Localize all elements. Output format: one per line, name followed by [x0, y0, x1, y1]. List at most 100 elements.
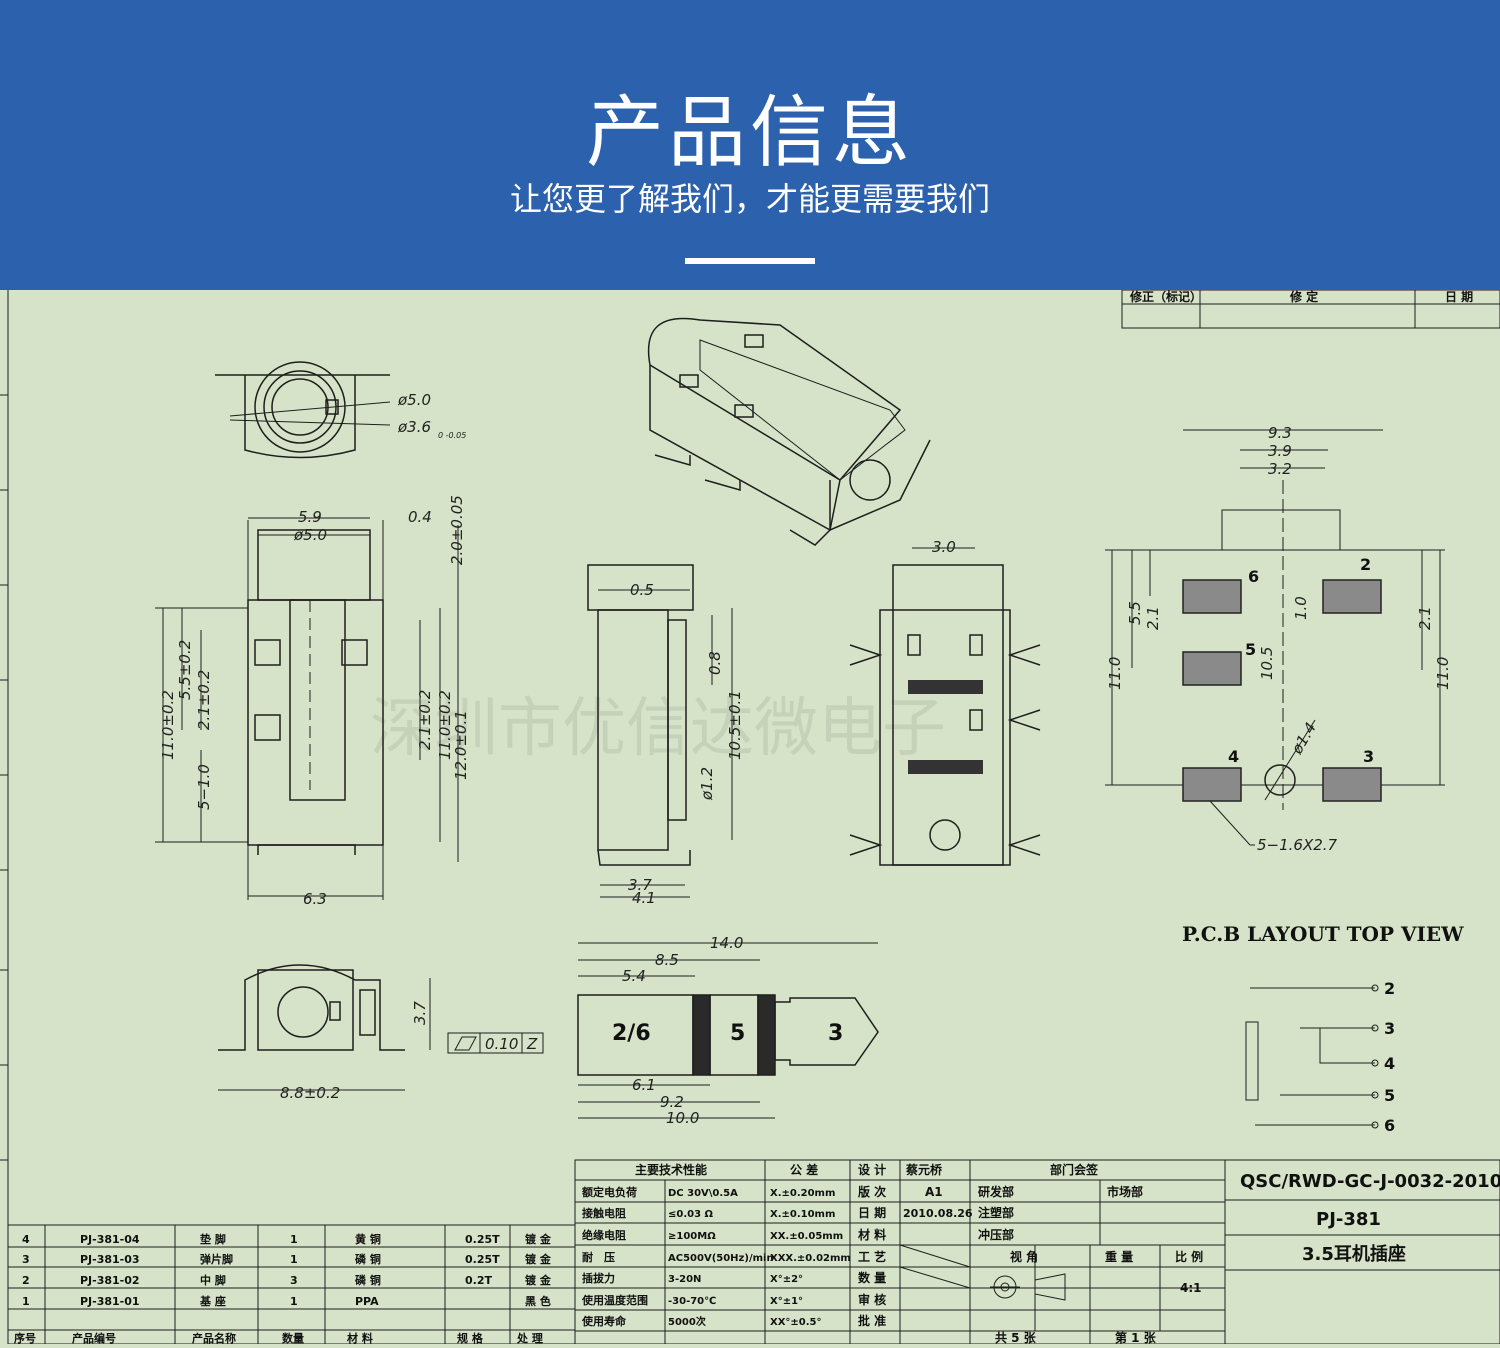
bom-cell: 中 脚 — [200, 1273, 226, 1287]
pcb-hole: ø1.4 — [1287, 719, 1320, 757]
bom-cell: 3 — [22, 1253, 30, 1266]
plug-zone-26: 2/6 — [612, 1021, 651, 1046]
tolerance-value: X°±1° — [770, 1296, 803, 1307]
technical-drawing: 深圳市优信达微电子 修正（标记） 修 定 日 期 ø5.0 ø3.6 0 -0.… — [0, 289, 1500, 1345]
header-banner: 产品信息 让您更了解我们，才能更需要我们 — [0, 0, 1500, 290]
bom-cell: 0.25T — [465, 1233, 500, 1246]
scale-value: 4:1 — [1180, 1281, 1202, 1295]
pcb-layout: 9.3 3.9 3.2 6 2 5 4 3 11.0 5.5 2.1 1.0 1… — [1105, 424, 1464, 946]
bom-cell: 镀 金 — [525, 1232, 552, 1246]
bom-cell: 1 — [290, 1253, 298, 1266]
bom-cell: 镀 金 — [525, 1252, 552, 1266]
bom-cell: 4 — [22, 1233, 30, 1246]
spec-value: -30-70℃ — [668, 1296, 716, 1307]
rev-header-date: 日 期 — [1445, 290, 1473, 304]
weight-label: 重 量 — [1105, 1249, 1133, 1264]
plug-d5: 9.2 — [660, 1093, 684, 1111]
dept-mold: 注塑部 — [978, 1205, 1014, 1220]
product-name: 3.5耳机插座 — [1302, 1243, 1406, 1265]
spec-label: 额定电负荷 — [582, 1185, 637, 1199]
field-label: 审 核 — [858, 1292, 886, 1307]
pcb-h-21a: 2.1 — [1144, 606, 1162, 630]
spec-value: AC500V(50Hz)/min — [668, 1253, 774, 1264]
end-tol-ref: Z — [526, 1035, 538, 1053]
bom-cell: 镀 金 — [525, 1273, 552, 1287]
tol-title: 公 差 — [790, 1162, 818, 1177]
pcb-h-105: 10.5 — [1258, 647, 1276, 680]
pcb-pad-3: 3 — [1363, 747, 1374, 766]
bom-cell: 1 — [22, 1295, 30, 1308]
spec-label: 使用温度范围 — [581, 1293, 648, 1307]
rev-header-mark: 修正（标记） — [1129, 290, 1202, 304]
side-t1: 0.5 — [630, 581, 654, 599]
bottom-w: 3.0 — [932, 538, 956, 556]
field-label: 设 计 — [858, 1162, 886, 1177]
end-view: 3.7 8.8±0.2 0.10 Z — [218, 964, 544, 1102]
tolerance-value: X°±2° — [770, 1274, 803, 1285]
bom-header: 产品名称 — [192, 1331, 236, 1344]
front-r2: 11.0±0.2 — [436, 690, 454, 760]
spec-value: 3-20N — [668, 1274, 701, 1285]
front-w-bottom: 6.3 — [303, 890, 327, 908]
spec-value: ≥100MΩ — [668, 1231, 716, 1242]
plug-d1: 14.0 — [710, 934, 743, 952]
schematic: 2 3 4 5 6 — [1245, 979, 1395, 1135]
side-b1: 3.7 — [628, 876, 652, 894]
bom-cell: 0.25T — [465, 1253, 500, 1266]
bom-cell: PJ-381-01 — [80, 1295, 140, 1308]
sheet-total: 共 5 张 — [995, 1330, 1037, 1344]
bom-header: 序号 — [14, 1331, 36, 1344]
bom-header: 规 格 — [457, 1331, 484, 1344]
plug-d3: 5.4 — [622, 967, 646, 985]
plug-d6: 10.0 — [666, 1109, 699, 1127]
bom-cell: 2 — [22, 1274, 30, 1287]
front-l1: 11.0±0.2 — [159, 690, 177, 760]
dept-stamp: 冲压部 — [978, 1227, 1014, 1242]
page-title: 产品信息 — [585, 88, 914, 178]
tolerance-value: XX.±0.05mm — [770, 1231, 843, 1242]
plug-d4: 6.1 — [632, 1076, 656, 1094]
pcb-w-inner: 3.2 — [1268, 460, 1292, 478]
bom-header: 材 料 — [347, 1331, 373, 1344]
end-h: 3.7 — [411, 1001, 429, 1025]
rev-header-change: 修 定 — [1289, 290, 1318, 304]
bom-cell: 黑 色 — [525, 1294, 551, 1308]
front-w-inner: ø5.0 — [293, 526, 327, 544]
spec-label: 绝缘电阻 — [582, 1228, 626, 1242]
schematic-pin-4: 4 — [1384, 1054, 1395, 1073]
front-r3: 12.0±0.1 — [452, 710, 470, 780]
bom-cell: PJ-381-03 — [80, 1253, 140, 1266]
bom-header: 数量 — [282, 1331, 304, 1344]
projection-symbol — [990, 1273, 1066, 1301]
spec-label: 耐 压 — [582, 1250, 615, 1264]
front-l2: 5.5±0.2 — [176, 640, 194, 700]
revision-table: 修正（标记） 修 定 日 期 — [1121, 289, 1500, 329]
tolerance-value: X.±0.10mm — [770, 1209, 835, 1220]
pcb-pad-spec: 5−1.6X2.7 — [1257, 836, 1338, 854]
side-h: 10.5±0.1 — [726, 690, 744, 760]
end-tol-value: 0.10 — [485, 1035, 518, 1053]
tb-date: 2010.08.26 — [903, 1207, 973, 1220]
top-d-inner: ø3.6 — [397, 418, 431, 436]
pcb-h-110: 11.0 — [1106, 657, 1124, 690]
top-d-outer: ø5.0 — [397, 391, 431, 409]
pcb-h-110b: 11.0 — [1434, 657, 1452, 690]
tolerance-value: XXX.±0.02mm — [770, 1253, 851, 1264]
pcb-h-10: 1.0 — [1292, 596, 1310, 620]
bom-cell: 基 座 — [199, 1294, 226, 1308]
bom-cell: PJ-381-04 — [80, 1233, 140, 1246]
bom-cell: PJ-381-02 — [80, 1274, 140, 1287]
bom-cell: 磷 铜 — [355, 1273, 381, 1287]
bom-cell: 黄 铜 — [355, 1232, 381, 1246]
side-view: 0.5 0.8 10.5±0.1 ø1.2 3.7 4.1 — [587, 564, 744, 907]
bom-header: 产品编号 — [72, 1331, 116, 1344]
tolerance-value: XX°±0.5° — [770, 1317, 822, 1328]
sheet-number: 第 1 张 — [1115, 1330, 1157, 1344]
front-h-top: 2.0±0.05 — [448, 495, 466, 565]
bom-header: 处 理 — [516, 1331, 543, 1344]
top-d-tol: 0 -0.05 — [438, 431, 466, 440]
pcb-pad-6: 6 — [1248, 567, 1259, 586]
pcb-pad-2: 2 — [1360, 555, 1371, 574]
bom-cell: 1 — [290, 1295, 298, 1308]
field-label: 日 期 — [858, 1205, 886, 1220]
